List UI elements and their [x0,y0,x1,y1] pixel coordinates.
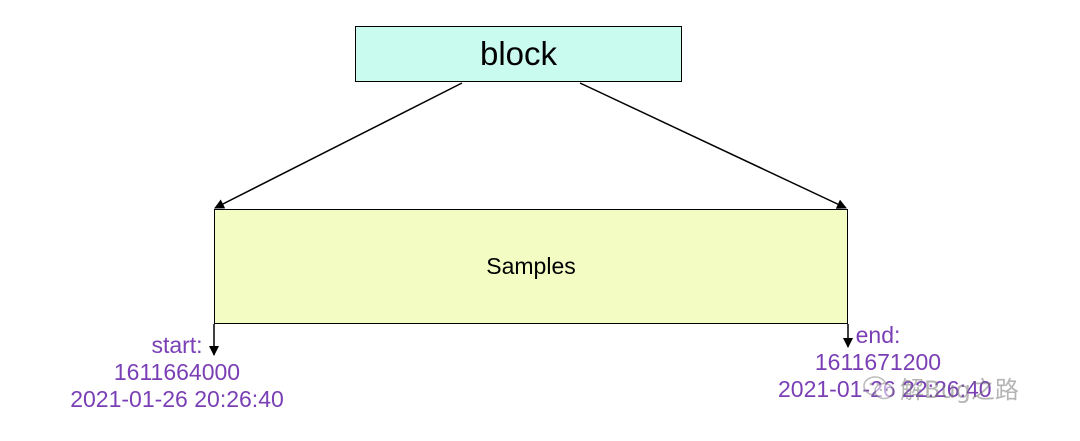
arrow-block-to-end [579,82,847,209]
start-timestamp: 1611664000 [113,359,241,385]
block-box: block [355,26,682,82]
end-timestamp: 1611671200 [814,349,942,375]
samples-label: Samples [486,253,576,279]
watermark-text: 解Bug之路 [900,376,1019,404]
arrow-block-to-start [214,82,463,209]
samples-box: Samples [214,209,848,324]
block-label: block [479,35,558,72]
wechat-icon [863,375,894,399]
end-title: end: [855,322,901,348]
start-title: start: [151,332,203,358]
start-label: start: 1611664000 2021-01-26 20:26:40 [52,332,302,413]
watermark: 解Bug之路 [862,370,1019,405]
start-datetime: 2021-01-26 20:26:40 [70,386,284,412]
